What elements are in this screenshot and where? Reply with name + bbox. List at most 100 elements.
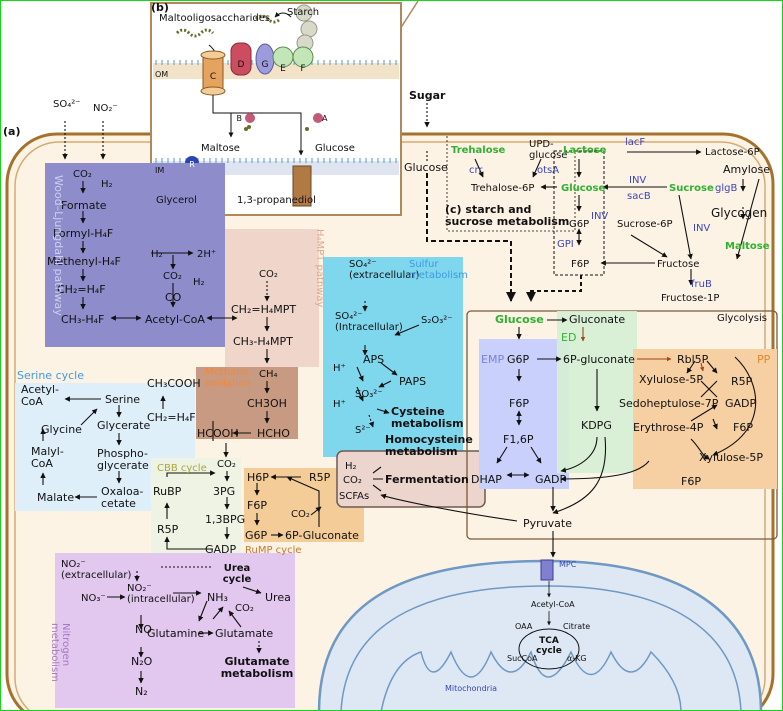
ss-lactose6p: Lactose-6P [705, 147, 760, 158]
im-label: IM [155, 166, 164, 175]
protein-f-label: F [300, 64, 305, 74]
ss-fructose: Fructose [657, 259, 699, 270]
gly-ed-label: ED [561, 331, 576, 344]
ss-crr: crr [469, 165, 483, 176]
protein-g-label: G [262, 60, 269, 70]
ss-maltose: Maltose [725, 241, 770, 252]
gly-gadp-pp: GADP [725, 397, 757, 410]
mito-akg: α-KG [567, 654, 587, 663]
enzyme-b-label: B [237, 114, 243, 123]
ss-g6p: G6P [569, 219, 589, 230]
mpc-transporter [540, 559, 554, 581]
n-no2int: NO₂⁻(intracellular) [127, 583, 195, 605]
serine-serine: Serine [105, 393, 140, 406]
sulfur-hplus2: H⁺ [333, 399, 346, 410]
n-glutamine: Glutamine [147, 627, 204, 640]
sulfur-so3: SO₃²⁻ [355, 389, 383, 400]
panel-a-label: (a) [3, 125, 20, 138]
gly-6pgluconate: 6P-gluconate [563, 353, 635, 366]
serine-phospho: Phospho-glycerate [97, 447, 149, 472]
pp-box [633, 349, 777, 489]
gly-pyruvate: Pyruvate [523, 517, 572, 530]
rump-title: RuMP cycle [245, 545, 302, 556]
maltooligo-chain [175, 28, 215, 38]
ss-inv1: INV [629, 175, 646, 186]
gly-f16p: F1,6P [503, 433, 534, 446]
protein-d [230, 42, 252, 76]
mito-succoa: SucCoA [507, 654, 538, 663]
wood-h2: H₂ [101, 179, 113, 190]
gly-sedo: Sedoheptulose-7P [619, 397, 719, 410]
sulfur-s2: S²⁻ [355, 425, 371, 436]
gly-g6p: G6P [507, 353, 530, 366]
cbb-13bpg: 1,3BPG [205, 513, 245, 526]
hcooh-label: HCOOH [197, 427, 239, 440]
glucose-input: Glucose [404, 161, 448, 174]
gly-xylulose2: Xylulose-5P [699, 451, 763, 464]
fermentation-label: Fermentation [385, 473, 469, 486]
gly-r5p: R5P [731, 375, 753, 388]
ch4-label: CH₄ [259, 369, 278, 380]
ferm-h2: H₂ [345, 461, 357, 472]
lipid-heads-im [155, 158, 397, 163]
serine-acetylcoa: Acetyl-CoA [21, 383, 59, 408]
gly-glucose: Glucose [495, 313, 544, 326]
hampt-ch3: CH₃-H₄MPT [233, 335, 293, 348]
n-no2ext: NO₂⁻(extracellular) [61, 559, 132, 581]
serine-malate: Malate [37, 491, 74, 504]
mito-acetylcoa: Acetyl-CoA [531, 600, 575, 609]
starch-granules [295, 4, 318, 52]
nitrogen-box [55, 553, 295, 708]
wood-co2b: CO₂ [163, 271, 182, 282]
sulfur-box [323, 257, 463, 457]
cbb-3pg: 3PG [213, 485, 235, 498]
mito-mpc: MPC [559, 560, 577, 569]
n-n2: N₂ [135, 685, 148, 698]
emp-box [479, 339, 569, 489]
h4mpt-box [225, 229, 319, 367]
cbb-title: CBB cycle [157, 463, 207, 474]
wood-formyl: Formyl-H₄F [53, 227, 113, 240]
ss-lacf: lacF [625, 137, 645, 148]
ss-lactose: Lactose [563, 145, 607, 156]
protein-c-label: C [210, 72, 216, 82]
wood-title: Wood–Ljungdahl pathway [52, 175, 65, 316]
ss-sucrose6p: Sucrose-6P [617, 219, 673, 230]
ss-f6p: F6P [571, 259, 589, 270]
ferm-co2: CO₂ [343, 475, 362, 486]
ss-udp: UPD-glucose [529, 139, 567, 161]
n-glutamate: Glutamate [215, 627, 273, 640]
maltose-b-label: Maltose [201, 143, 240, 154]
mito-citrate: Citrate [563, 622, 590, 631]
gly-f6p-out: F6P [681, 475, 701, 488]
glycolysis-title: Glycolysis [717, 313, 767, 324]
serine-oxalo: Oxaloa-cetate [101, 485, 143, 510]
sulfur-aps: APS [363, 353, 384, 366]
reaction-arrows [40, 103, 760, 684]
gly-f6p-pp: F6P [733, 421, 753, 434]
gly-gadp: GADP [535, 473, 567, 486]
rump-gluconate: 6P-Gluconate [285, 529, 359, 542]
wood-h2b: H₂ [193, 277, 205, 288]
nitrogen-title: Nitrogenmetabolism [49, 623, 71, 682]
cbb-rubp: RuBP [153, 485, 182, 498]
cbb-gadp: GADP [205, 543, 237, 556]
hampt-title: H₄MPT pathway [314, 229, 325, 308]
cbb-co2: CO₂ [217, 459, 236, 470]
maltooligo-label: Maltooligosaccharides [159, 13, 270, 24]
gly-kdpg: KDPG [581, 419, 612, 432]
rump-r5p: R5P [309, 471, 331, 484]
n-no: NO [135, 623, 152, 636]
glucose-transporter [292, 165, 312, 207]
2h-label: 2H⁺ [197, 249, 216, 260]
ferm-scfas: SCFAs [339, 491, 369, 502]
panel-b-label: (b) [151, 1, 169, 14]
